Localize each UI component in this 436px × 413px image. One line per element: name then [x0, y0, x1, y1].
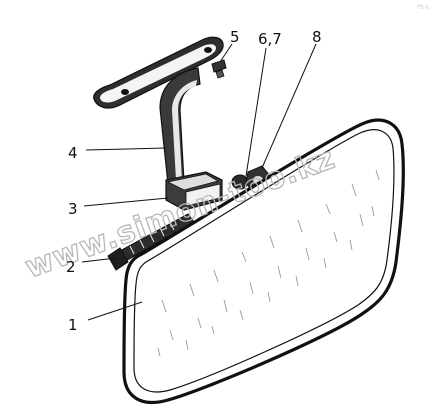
- leader-line-3: [83, 197, 169, 207]
- adjusting-screw: [107, 213, 195, 271]
- leader-line-1: [87, 301, 143, 321]
- callout-4: 4: [68, 144, 78, 162]
- leader-line-67: [245, 47, 267, 177]
- callout-3: 3: [68, 200, 78, 218]
- mirror-glass: [122, 118, 405, 405]
- corner-mark: Ptrs: [417, 4, 429, 11]
- mounting-plate: [93, 36, 224, 109]
- clamp-block: [165, 171, 223, 211]
- leader-line-2: [81, 257, 117, 263]
- callout-8: 8: [312, 28, 322, 46]
- callout-5: 5: [230, 28, 240, 46]
- mirror-stem: [159, 67, 201, 185]
- leader-line-5: [219, 43, 233, 63]
- callout-1: 1: [68, 316, 78, 334]
- leader-line-8: [261, 43, 317, 169]
- mounting-bolt: [211, 59, 227, 79]
- glass-reflection-hatching: [157, 169, 380, 357]
- callout-2: 2: [66, 258, 76, 276]
- leader-line-4: [85, 147, 167, 151]
- leader-lines: [81, 43, 317, 321]
- callout-67: 6,7: [258, 30, 282, 48]
